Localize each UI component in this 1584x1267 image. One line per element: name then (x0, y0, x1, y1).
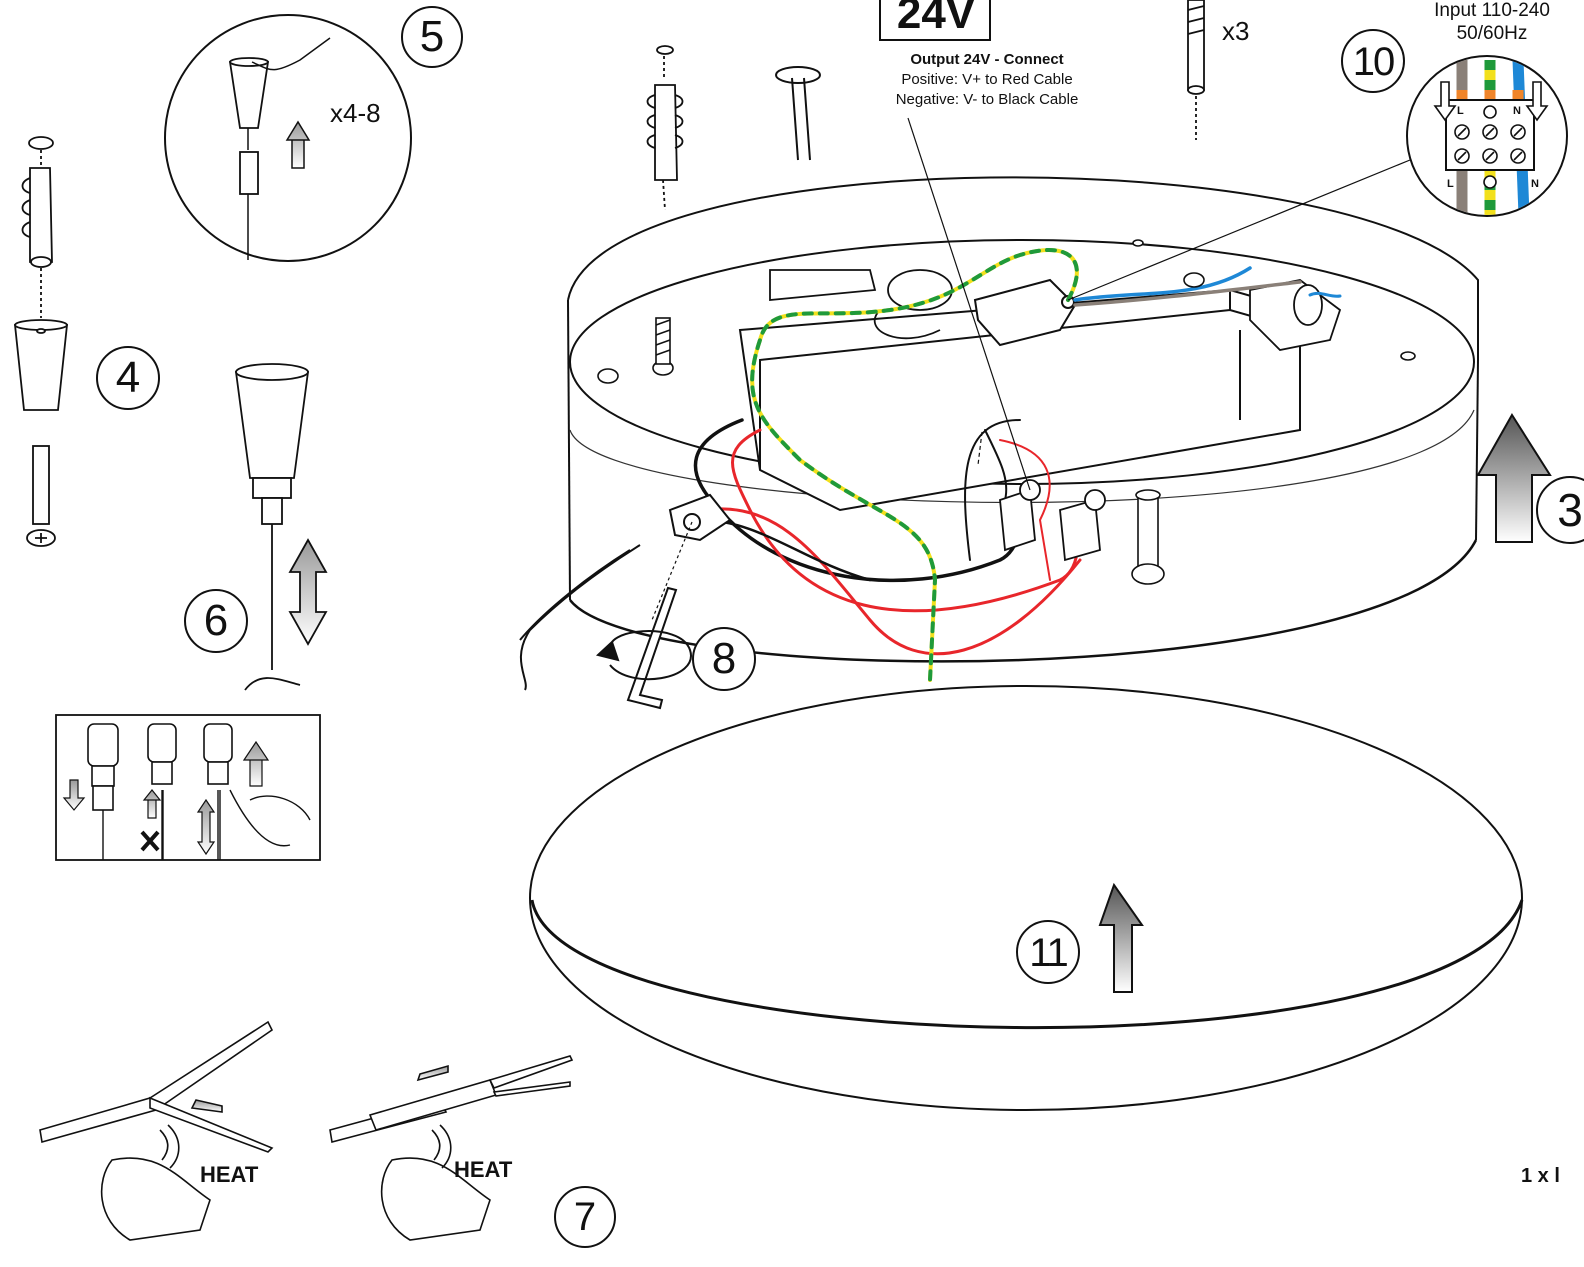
terminal-label-neutral-bottom: N (1531, 178, 1539, 190)
left-parts (13, 136, 69, 547)
heat-shrink-right (329, 1055, 574, 1241)
heat-label-left: HEAT (200, 1162, 259, 1187)
terminal-detail (1406, 55, 1568, 217)
diffuser-plate (529, 685, 1523, 1111)
step-number-8: 8 (711, 634, 737, 683)
ceiling-cable (519, 66, 821, 691)
terminal-label-neutral-top: N (1513, 105, 1521, 117)
step-number-10: 10 (1352, 40, 1396, 84)
heat-shrink-left (39, 1020, 274, 1241)
long-screw (655, 317, 671, 365)
footer-note: 1 x l (1521, 1165, 1560, 1187)
input-note-line1: Input 110-240 (1434, 0, 1550, 21)
voltage-label: 24V (896, 0, 976, 38)
pendant-cone (234, 363, 310, 691)
connector-block (973, 278, 1077, 347)
step-number-3: 3 (1557, 484, 1583, 536)
right-bolt (1131, 489, 1165, 585)
hook-detail (164, 14, 412, 262)
heat-label-right: HEAT (454, 1157, 513, 1182)
lamp-socket (1249, 279, 1342, 351)
voltage-box (879, 0, 991, 41)
up-arrow-11 (1098, 882, 1144, 993)
up-down-arrow (288, 538, 328, 646)
up-arrow-3 (1476, 413, 1552, 543)
step-number-5: 5 (419, 12, 445, 61)
step-circles (96, 6, 1584, 1248)
terminal-label-live-top: L (1457, 105, 1464, 117)
step-number-6: 6 (203, 596, 229, 645)
terminal-label-live-bottom: L (1447, 178, 1454, 190)
earth-wire (750, 248, 1079, 682)
set-screw (668, 493, 732, 542)
output-note-positive: Positive: V+ to Red Cable (901, 71, 1073, 88)
quantity-wall-plugs: x3 (1222, 16, 1250, 46)
adjust-inset (55, 714, 321, 861)
output-note-title: Output 24V - Connect (910, 51, 1064, 68)
leader-lines (651, 117, 1411, 621)
top-screw (1187, 0, 1205, 140)
top-wall-plug (646, 45, 684, 211)
step-number-7: 7 (573, 1195, 597, 1239)
step-number-11: 11 (1029, 931, 1069, 975)
quantity-pendant-hooks: x4-8 (330, 98, 381, 128)
rotate-arrow (595, 630, 692, 681)
input-note-line2: 50/60Hz (1456, 23, 1528, 44)
wire-terminals (999, 479, 1106, 562)
allen-key (626, 586, 678, 710)
diffuser-edge (530, 899, 1524, 1030)
step-number-4: 4 (115, 353, 141, 402)
output-note-negative: Negative: V- to Black Cable (895, 91, 1079, 108)
